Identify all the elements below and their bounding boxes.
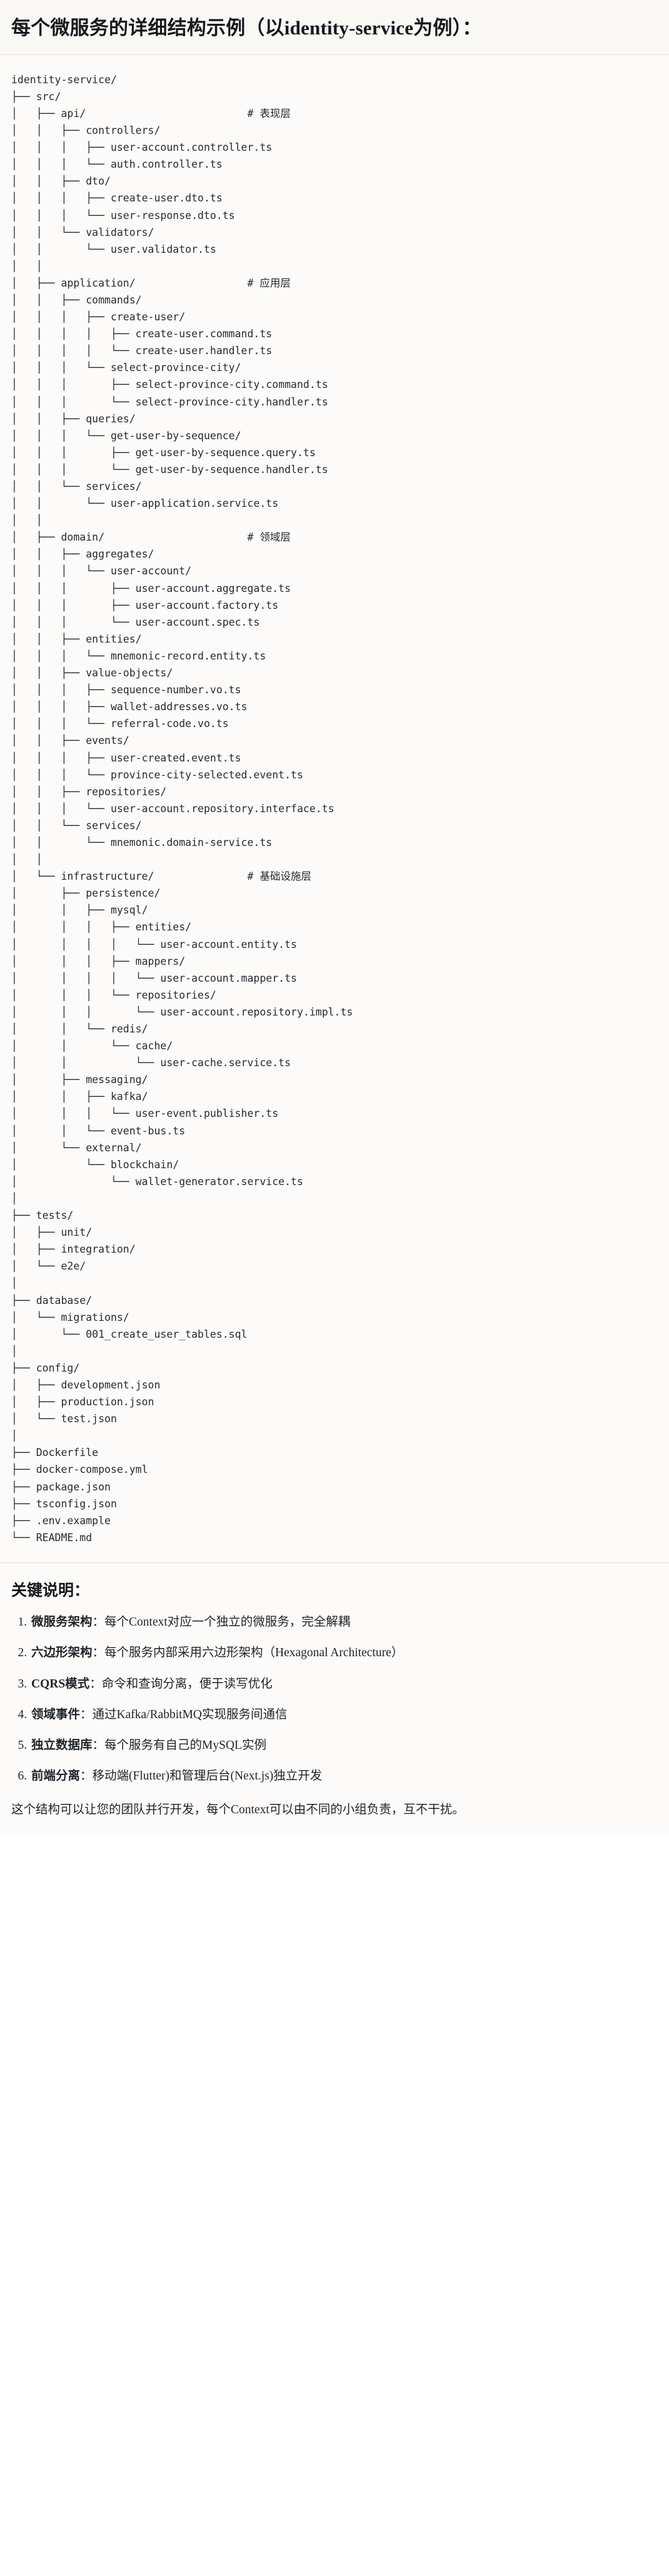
note-desc: ：命令和查询分离，便于读写优化 — [89, 1677, 273, 1691]
note-desc: ：通过Kafka/RabbitMQ实现服务间通信 — [80, 1708, 288, 1721]
closing-paragraph: 这个结构可以让您的团队并行开发，每个Context可以由不同的小组负责，互不干扰… — [11, 1803, 465, 1816]
list-item: 独立数据库：每个服务有自己的MySQL实例 — [30, 1738, 658, 1754]
list-item: 微服务架构：每个Context对应一个独立的微服务，完全解耦 — [30, 1614, 658, 1631]
note-term: 微服务架构 — [31, 1615, 93, 1629]
note-desc: ：移动端(Flutter)和管理后台(Next.js)独立开发 — [80, 1769, 323, 1783]
directory-tree-block: identity-service/ ├── src/ │ ├── api/ # … — [0, 54, 669, 1563]
note-term: 独立数据库 — [31, 1739, 93, 1753]
note-desc: ：每个服务内部采用六边形架构（Hexagonal Architecture） — [92, 1646, 404, 1660]
key-notes-section: 关键说明： 微服务架构：每个Context对应一个独立的微服务，完全解耦 六边形… — [0, 1562, 669, 1835]
page-title: 每个微服务的详细结构示例（以identity-service为例）： — [11, 17, 482, 39]
note-desc: ：每个服务有自己的MySQL实例 — [92, 1739, 266, 1753]
note-term: 六边形架构 — [31, 1646, 93, 1660]
list-item: 前端分离：移动端(Flutter)和管理后台(Next.js)独立开发 — [30, 1768, 658, 1784]
key-notes-list: 微服务架构：每个Context对应一个独立的微服务，完全解耦 六边形架构：每个服… — [11, 1614, 658, 1785]
note-desc: ：每个Context对应一个独立的微服务，完全解耦 — [92, 1615, 351, 1629]
document-header: 每个微服务的详细结构示例（以identity-service为例）： — [0, 0, 669, 55]
key-notes-title: 关键说明： — [11, 1582, 90, 1599]
list-item: CQRS模式：命令和查询分离，便于读写优化 — [30, 1676, 658, 1693]
list-item: 领域事件：通过Kafka/RabbitMQ实现服务间通信 — [30, 1707, 658, 1723]
page-root: 每个微服务的详细结构示例（以identity-service为例）： ident… — [0, 0, 669, 1835]
note-term: 领域事件 — [31, 1708, 81, 1721]
note-term: 前端分离 — [31, 1769, 81, 1783]
list-item: 六边形架构：每个服务内部采用六边形架构（Hexagonal Architectu… — [30, 1645, 658, 1661]
note-term: CQRS模式 — [31, 1677, 90, 1691]
directory-tree: identity-service/ ├── src/ │ ├── api/ # … — [11, 73, 353, 1544]
